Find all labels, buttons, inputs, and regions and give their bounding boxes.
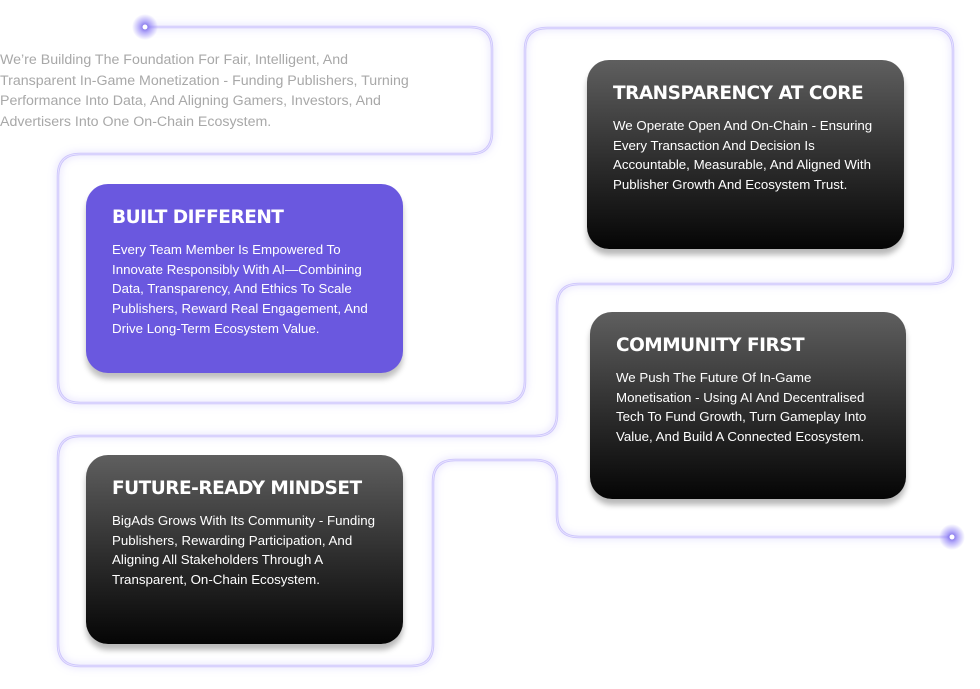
card-description: We Push The Future Of In-Game Monetisati… <box>616 370 867 445</box>
card-title: TRANSPARENCY AT CORE <box>613 83 864 104</box>
card-community-first: COMMUNITY FIRST We Push The Future Of In… <box>590 312 906 499</box>
card-title: FUTURE-READY MINDSET <box>112 478 362 499</box>
card-title: COMMUNITY FIRST <box>616 335 805 356</box>
card-transparency-at-core: TRANSPARENCY AT CORE We Operate Open And… <box>587 60 904 249</box>
card-built-different: BUILT DIFFERENT Every Team Member Is Emp… <box>86 184 403 373</box>
card-description: Every Team Member Is Empowered To Innova… <box>112 242 368 336</box>
card-description: We Operate Open And On-Chain - Ensuring … <box>613 118 873 193</box>
intro-paragraph: We’re Building The Foundation For Fair, … <box>0 52 409 130</box>
card-future-ready-mindset: FUTURE-READY MINDSET BigAds Grows With I… <box>86 455 403 644</box>
card-title: BUILT DIFFERENT <box>112 207 284 228</box>
card-description: BigAds Grows With Its Community - Fundin… <box>112 513 376 588</box>
